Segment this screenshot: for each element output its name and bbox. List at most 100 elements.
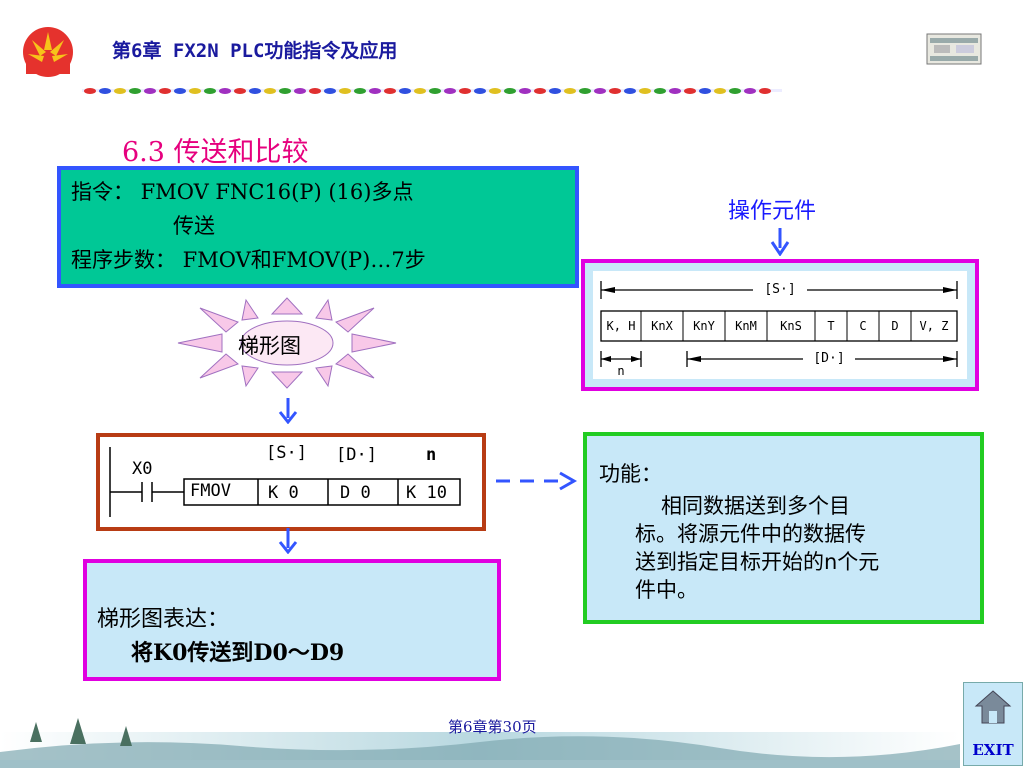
ladder-s-label: [S·] [266, 443, 307, 463]
expression-line: 将K0传送到D0～D9 [131, 640, 345, 666]
exit-button[interactable]: EXIT [972, 741, 1014, 759]
function-line-1: 相同数据送到多个目 [661, 494, 850, 518]
footer-landscape-decoration [0, 718, 960, 768]
operand-cell: KnM [735, 319, 757, 333]
operand-cell: D [891, 319, 899, 333]
ladder-diagram-starburst [177, 297, 397, 389]
divider-dot [219, 88, 231, 94]
function-description-box: 功能： 相同数据送到多个目 标。将源元件中的数据传 送到指定目标开始的n个元 件… [583, 432, 984, 624]
function-title: 功能： [599, 462, 662, 486]
ladder-n-label: n [426, 445, 437, 465]
function-line-4: 件中。 [635, 578, 698, 602]
company-logo [23, 27, 73, 77]
operand-cell: C [859, 319, 867, 333]
navigation-panel: EXIT [963, 682, 1023, 766]
divider-dot [114, 88, 126, 94]
operand-n-label: n [617, 364, 625, 378]
ladder-rung [109, 447, 461, 517]
instruction-line-2: 传送 [173, 214, 215, 238]
divider-dot [759, 88, 771, 94]
divider-dot [189, 88, 201, 94]
divider-dot [234, 88, 246, 94]
operand-cell: KnY [693, 319, 715, 333]
divider-dot [639, 88, 651, 94]
section-title: 6.3 传送和比较 [122, 137, 309, 168]
divider-dot [654, 88, 666, 94]
operand-cell: KnX [651, 319, 673, 333]
divider-dot [144, 88, 156, 94]
down-arrow-icon [278, 398, 298, 424]
divider-dot [579, 88, 591, 94]
divider-dot [594, 88, 606, 94]
dashed-right-arrow-icon [496, 471, 578, 491]
plc-device-icon [926, 33, 982, 65]
divider-dot [174, 88, 186, 94]
divider-dot [729, 88, 741, 94]
operand-s-label: [S·] [764, 282, 796, 297]
divider-dot [549, 88, 561, 94]
divider-dot [99, 88, 111, 94]
down-arrow-icon [770, 228, 790, 256]
divider-dot [399, 88, 411, 94]
divider-dot [744, 88, 756, 94]
divider-dot [504, 88, 516, 94]
divider-dot [684, 88, 696, 94]
divider-dot [444, 88, 456, 94]
operand-label: 操作元件 [728, 199, 817, 224]
ladder-arg-2: D 0 [340, 483, 371, 503]
function-line-2: 标。将源元件中的数据传 [635, 522, 866, 546]
divider-dot [279, 88, 291, 94]
divider-dot [414, 88, 426, 94]
instruction-line-1: 指令： FMOV FNC16(P) (16)多点 [71, 180, 414, 204]
divider-dot [534, 88, 546, 94]
operand-cell: KnS [780, 319, 802, 333]
divider-dot [249, 88, 261, 94]
operand-brackets [600, 281, 958, 367]
operand-table-box: [S·] [D·] n K, H KnX KnY KnM KnS T C D V… [581, 259, 979, 391]
divider-dot [204, 88, 216, 94]
divider-dot [264, 88, 276, 94]
divider-dot [384, 88, 396, 94]
header-divider [82, 88, 782, 94]
function-line-3: 送到指定目标开始的n个元 [635, 550, 880, 574]
operand-d-label: [D·] [813, 351, 845, 366]
expression-title: 梯形图表达： [97, 607, 230, 632]
divider-dot [324, 88, 336, 94]
divider-dot [159, 88, 171, 94]
ladder-arg-3: K 10 [406, 483, 447, 503]
divider-dot [714, 88, 726, 94]
divider-dot [699, 88, 711, 94]
operand-cell: K, H [606, 319, 636, 333]
divider-dot [429, 88, 441, 94]
divider-dot [519, 88, 531, 94]
ladder-diagram-label: 梯形图 [238, 334, 301, 358]
ladder-d-label: [D·] [336, 445, 377, 465]
chapter-title: 第6章 FX2N PLC功能指令及应用 [112, 40, 398, 62]
divider-dot [609, 88, 621, 94]
operand-cell: T [827, 319, 835, 333]
contact-label: X0 [132, 459, 153, 479]
instruction-line-3: 程序步数： FMOV和FMOV(P)…7步 [71, 248, 426, 272]
instruction-box: 指令： FMOV FNC16(P) (16)多点 传送 程序步数： FMOV和F… [57, 166, 579, 288]
divider-dot [459, 88, 471, 94]
home-icon[interactable] [974, 689, 1012, 725]
ladder-diagram-box: X0 [S·] [D·] n FMOV K 0 D 0 K 10 [96, 433, 486, 531]
divider-dot [564, 88, 576, 94]
down-arrow-icon [278, 528, 298, 554]
instruction-mnemonic: FMOV [190, 481, 231, 501]
divider-dot [369, 88, 381, 94]
divider-dot [309, 88, 321, 94]
divider-dot [489, 88, 501, 94]
ladder-arg-1: K 0 [268, 483, 299, 503]
divider-dot [129, 88, 141, 94]
page-number: 第6章第30页 [448, 718, 537, 736]
divider-dot [669, 88, 681, 94]
divider-dot [354, 88, 366, 94]
divider-dot [624, 88, 636, 94]
divider-dot [84, 88, 96, 94]
divider-dot [474, 88, 486, 94]
ladder-expression-box: 梯形图表达： 将K0传送到D0～D9 [83, 559, 501, 681]
divider-dot [294, 88, 306, 94]
divider-dot [339, 88, 351, 94]
operand-cell: V, Z [919, 319, 949, 333]
